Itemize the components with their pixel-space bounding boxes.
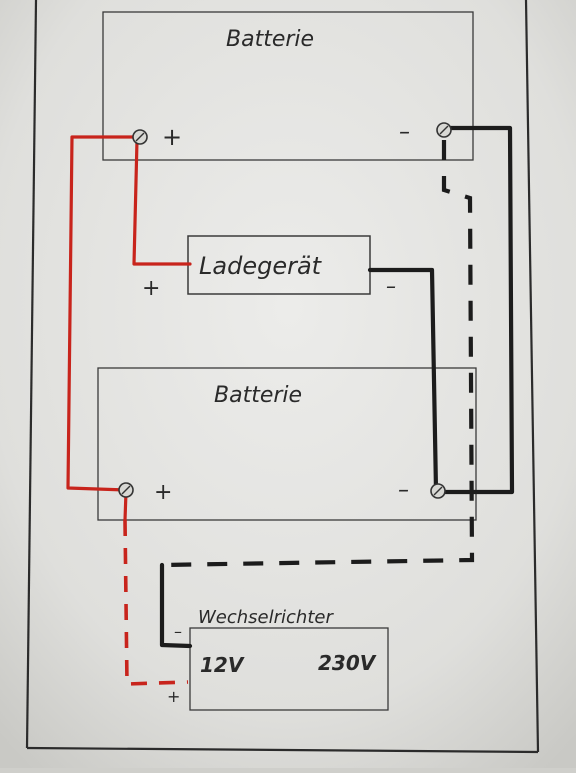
negative-wire-dashed — [161, 140, 475, 568]
page-frame — [25, 0, 540, 754]
inverter-input-voltage: 12V — [200, 653, 245, 677]
battery-top-box — [102, 11, 474, 161]
battery-bottom: Batterie + – — [97, 367, 477, 521]
inverter-output-voltage: 230V — [318, 651, 377, 675]
terminal-top-positive — [132, 129, 148, 145]
frame-right-line — [524, 0, 540, 753]
negative-wires — [159, 125, 515, 649]
inverter-minus: – — [174, 622, 182, 641]
inverter-plus: + — [167, 687, 180, 706]
battery-top: Batterie + – — [102, 11, 474, 161]
positive-wire-dashed — [123, 519, 189, 686]
battery-bottom-label: Batterie — [214, 383, 302, 408]
battery-bottom-plus: + — [154, 480, 172, 505]
terminal-top-negative — [436, 122, 452, 138]
charger-label: Ladegerät — [199, 252, 323, 280]
red-wire-battery-parallel — [66, 135, 142, 492]
battery-bottom-minus: – — [398, 478, 409, 503]
inverter: Wechselrichter 12V 230V + – — [167, 607, 389, 711]
battery-top-minus: – — [399, 120, 410, 145]
black-dashed-wire-inverter — [161, 140, 475, 568]
terminal-bottom-negative — [430, 483, 446, 499]
black-wire-inverter-negative-end — [159, 562, 193, 649]
battery-top-label: Batterie — [226, 27, 314, 52]
terminals — [118, 122, 452, 499]
charger-plus: + — [142, 276, 160, 301]
inverter-box — [189, 627, 389, 711]
battery-bottom-box — [97, 367, 477, 521]
black-wire-battery-parallel — [437, 125, 515, 495]
inverter-label: Wechselrichter — [198, 607, 334, 628]
frame-left-line — [25, 0, 38, 749]
frame-bottom-line — [26, 746, 539, 754]
red-dashed-wire-inverter — [123, 519, 189, 686]
red-wire-charger-positive — [132, 138, 192, 266]
battery-top-plus: + — [162, 123, 182, 151]
terminal-bottom-positive — [118, 482, 134, 498]
black-wire-charger-negative — [367, 267, 439, 493]
charger-minus: – — [386, 274, 396, 298]
